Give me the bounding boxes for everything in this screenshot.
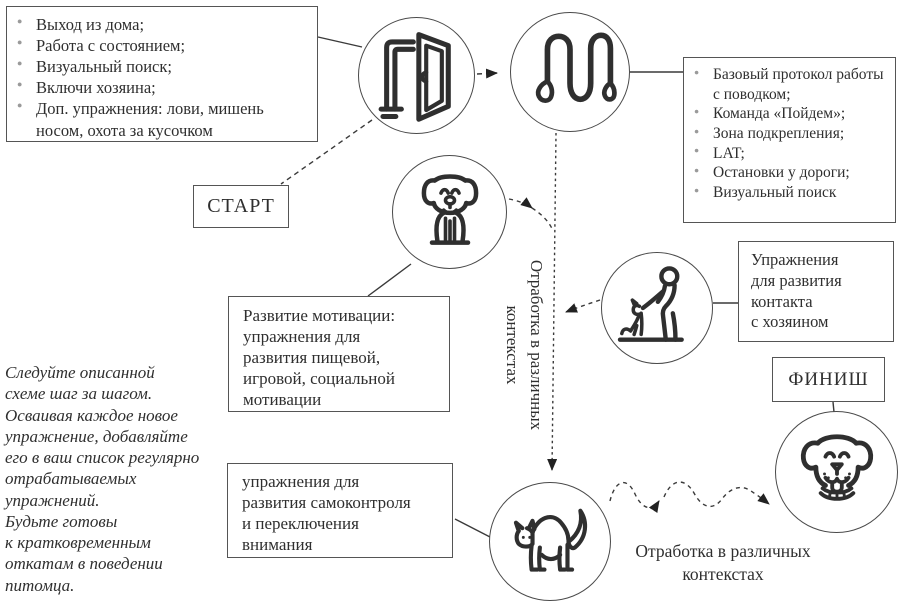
exit-routine-box: Выход из дома;Работа с состоянием;Визуал… (6, 6, 318, 142)
wavy-arrow-1 (609, 482, 660, 513)
happy-dog-icon (800, 434, 873, 501)
list-item: Развитие мотивации: (243, 306, 396, 325)
list-item: игровой, социальной (243, 369, 395, 389)
list-item: упражнение, добавляйте (5, 426, 188, 446)
line-selfcontrol-cat (454, 518, 491, 538)
list-item: Зона подкрепления; (694, 124, 889, 144)
arrow-context-down (547, 132, 558, 471)
leash-icon (535, 32, 617, 103)
list-item: питомца. (5, 575, 75, 595)
list-item: упражнений. (5, 490, 100, 510)
dash-door-start (280, 119, 373, 185)
puppy-icon (421, 174, 478, 245)
list-item: развития самоконтроля (242, 493, 411, 513)
start-label: СТАРТ (207, 195, 275, 217)
list-item: Базовый протокол работы с поводком; (694, 65, 889, 104)
exit-routine-list: Выход из дома;Работа с состоянием;Визуал… (7, 7, 317, 147)
vertical-context-label: Отработка в различных контекстах (500, 245, 548, 445)
dash-puppy-context-tail (531, 207, 554, 232)
arched-cat-icon (513, 508, 588, 572)
list-item: схеме шаг за шагом. (5, 384, 153, 404)
list-item: и переключения (242, 514, 359, 534)
list-item: Осваивая каждое новое (5, 405, 178, 425)
list-item: мотивации (243, 390, 322, 410)
leash-protocol-box: Базовый протокол работы с поводком;Коман… (683, 57, 896, 223)
list-item: упражнения для (243, 327, 361, 347)
list-item: его в ваш список регулярно (5, 448, 200, 467)
happy-dog-node (775, 411, 898, 533)
person-with-dog-icon (617, 266, 684, 342)
list-item: к кратковременным (5, 533, 151, 552)
list-item: Визуальный поиск (694, 183, 889, 203)
list-item: отрабатываемых (5, 469, 137, 489)
list-item: контакта (751, 291, 813, 311)
finish-label: ФИНИШ (788, 368, 869, 390)
list-item: Работа с состоянием; (17, 35, 311, 56)
side-note: Следуйте описанной схеме шаг за шагом.Осв… (5, 362, 227, 596)
wavy-arrow-2 (663, 481, 770, 508)
person-node (601, 252, 713, 364)
list-item: Упражнения (751, 250, 839, 269)
list-item: для развития (751, 270, 842, 290)
list-item: Будьте готовы (5, 511, 118, 531)
list-item: развития пищевой, (243, 348, 381, 368)
arrow-puppy-context (508, 197, 533, 209)
list-item: Команда «Пойдем»; (694, 104, 889, 124)
list-item: Выход из дома; (17, 14, 311, 35)
line-finish-happydog (832, 401, 835, 413)
list-item: Отработка в различных (527, 259, 546, 431)
list-item: откатам в поведении (5, 554, 163, 574)
list-item: внимания (242, 535, 313, 555)
list-item: Остановки у дороги; (694, 163, 889, 183)
list-item: контекстах (682, 563, 764, 584)
leash-protocol-list: Базовый протокол работы с поводком;Коман… (684, 58, 895, 209)
line-puppy-motivation (367, 263, 412, 297)
leash-node (510, 12, 630, 132)
list-item: Отработка в различных (635, 541, 811, 561)
list-item: Следуйте описанной (5, 363, 155, 382)
list-item: упражнения для (242, 472, 360, 491)
arrow-door-leash (476, 68, 498, 79)
arrow-person-context (565, 299, 601, 313)
list-item: Доп. упражнения: лови, мишень носом, охо… (17, 98, 311, 140)
start-label-box: СТАРТ (193, 185, 289, 228)
finish-label-box: ФИНИШ (772, 357, 885, 402)
list-item: LAT; (694, 144, 889, 164)
list-item: Включи хозяина; (17, 77, 311, 98)
cat-node (489, 482, 611, 601)
puppy-node (392, 155, 507, 269)
list-item: контекстах (503, 305, 522, 385)
door-node (358, 17, 475, 134)
list-item: с хозяином (751, 312, 829, 332)
list-item: Визуальный поиск; (17, 56, 311, 77)
door-open-icon (378, 31, 451, 122)
line-exitbox-door (317, 36, 363, 48)
